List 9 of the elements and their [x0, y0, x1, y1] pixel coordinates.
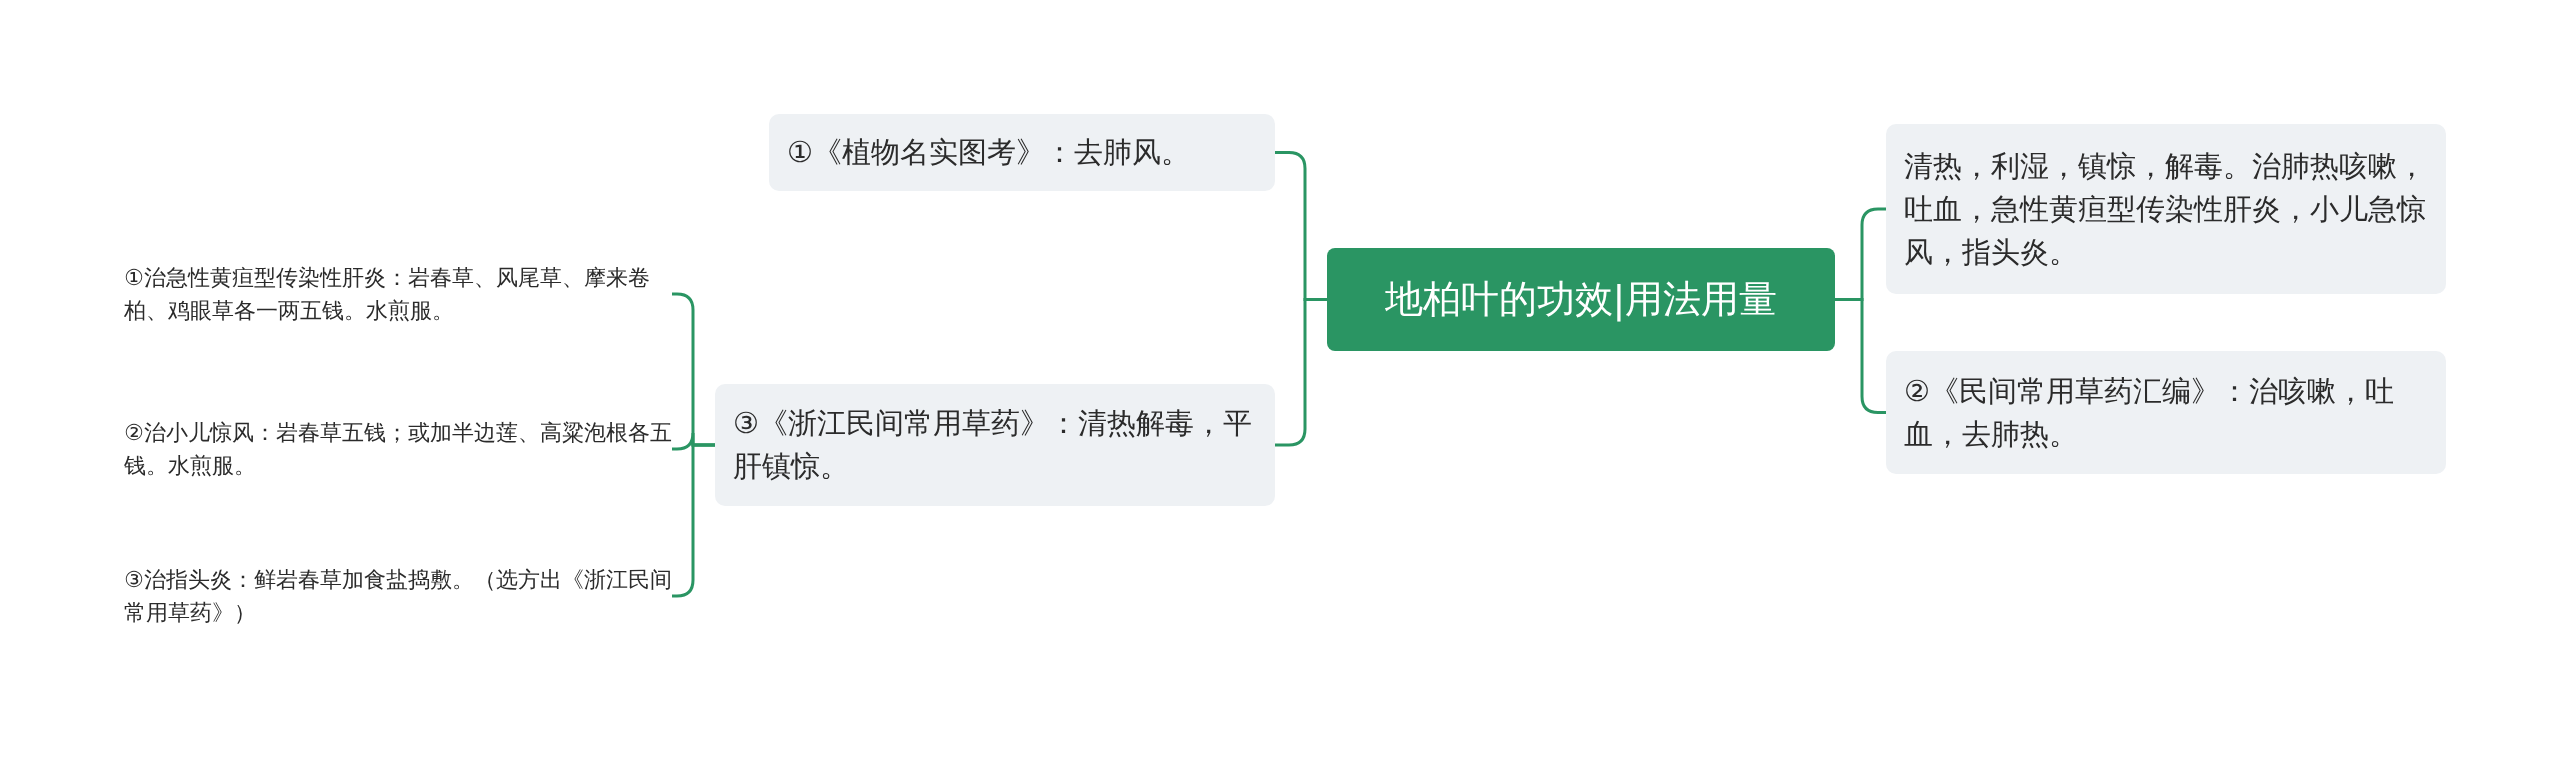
- topic-text: ①治急性黄疸型传染性肝炎：岩春草、风尾草、摩来卷柏、鸡眼草各一两五钱。水煎服。: [124, 264, 651, 325]
- topic-box: ③《浙江民间常用草药》：清热解毒，平肝镇惊。: [715, 384, 1275, 506]
- topic-box: 清热，利湿，镇惊，解毒。治肺热咳嗽，吐血，急性黄疸型传染性肝炎，小儿急惊风，指头炎。: [1886, 124, 2446, 294]
- topic-text: ③治指头炎：鲜岩春草加食盐捣敷。（选方出《浙江民间常用草药》）: [124, 566, 672, 627]
- topic-text: ②治小儿惊风：岩春草五钱；或加半边莲、高粱泡根各五钱。水煎服。: [124, 419, 672, 480]
- connector-line: [1835, 298, 1886, 414]
- topic-box: ②《民间常用草药汇编》：治咳嗽，吐血，去肺热。: [1886, 351, 2446, 474]
- topic-box: ①《植物名实图考》：去肺风。: [769, 114, 1275, 191]
- central-topic-box: 地柏叶的功效|用法用量: [1327, 248, 1835, 351]
